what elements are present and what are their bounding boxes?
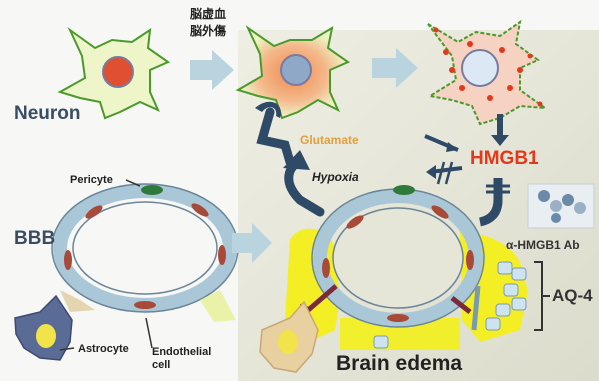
antibody-icon	[528, 184, 594, 228]
progression-arrow-1	[190, 50, 234, 90]
bbb-label: BBB	[14, 228, 55, 250]
antibody-label: α-HMGB1 Ab	[506, 238, 580, 252]
hmgb1-label: HMGB1	[470, 148, 539, 170]
bbb-vessel-healthy	[52, 184, 238, 312]
endothelial-label-line2: cell	[152, 359, 211, 372]
astrocyte-label: Astrocyte	[78, 343, 129, 355]
brain-edema-label: Brain edema	[336, 352, 462, 376]
hypoxia-label: Hypoxia	[312, 170, 359, 184]
pericyte-label: Pericyte	[70, 174, 113, 186]
neuron-label: Neuron	[14, 103, 81, 125]
astrocyte-left	[15, 296, 72, 360]
injury-label-trauma: 脳外傷	[190, 24, 226, 39]
glutamate-label: Glutamate	[300, 133, 359, 147]
endothelial-label-line1: Endothelial	[152, 346, 211, 359]
injury-label-ischemia: 脳虚血	[190, 7, 226, 22]
endothelial-label: Endothelial cell	[152, 346, 211, 372]
aq4-label: AQ-4	[552, 286, 593, 306]
